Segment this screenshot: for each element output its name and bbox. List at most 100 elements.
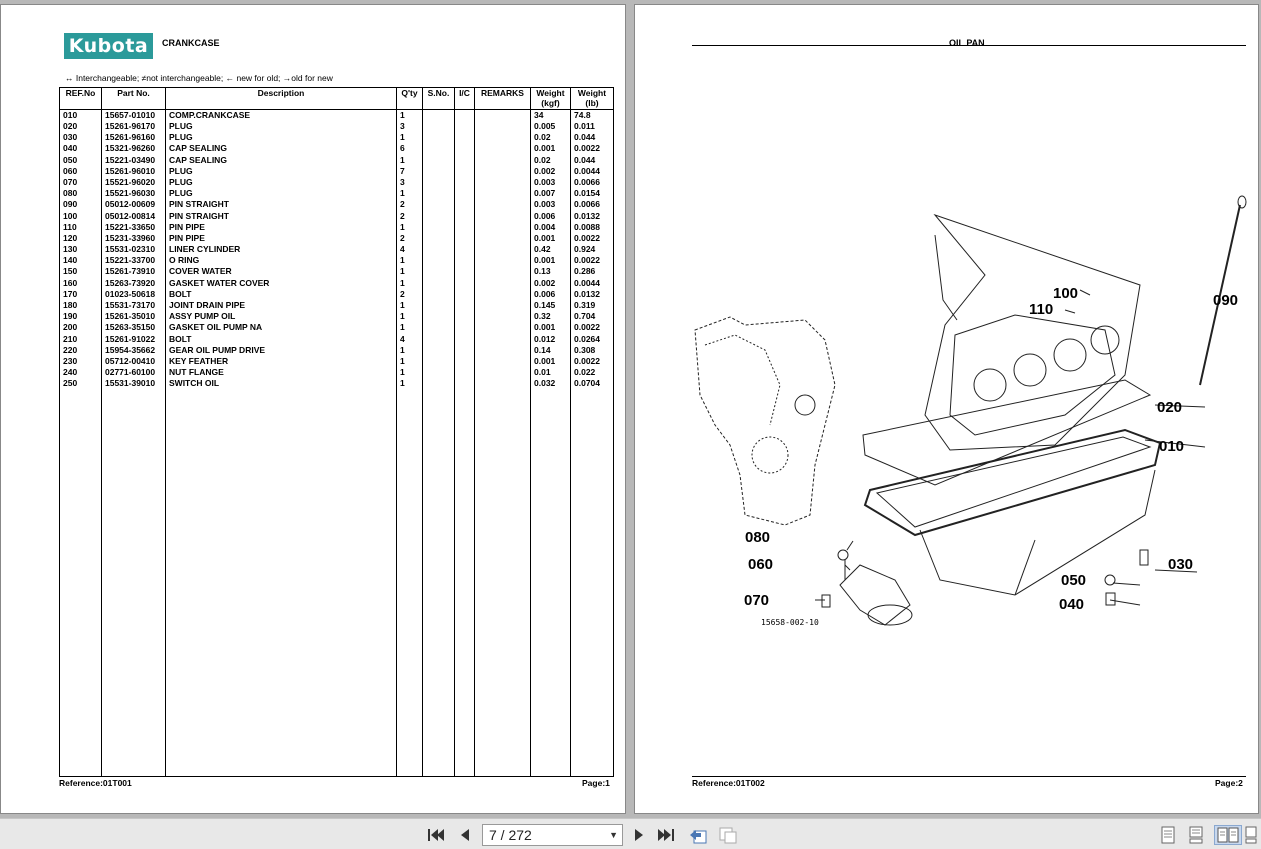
callout-020: 020 (1157, 399, 1183, 416)
table-cell (422, 244, 455, 256)
table-cell: 15261-96170 (101, 121, 166, 133)
table-cell: 0.001 (530, 143, 571, 155)
table-cell (474, 277, 531, 289)
table-cell: 05012-00609 (101, 199, 166, 211)
table-cell: 120 (59, 232, 102, 245)
table-cell: COVER WATER (165, 266, 397, 278)
table-cell: SWITCH OIL (165, 378, 397, 390)
table-cell (422, 143, 455, 155)
table-cell: CAP SEALING (165, 154, 397, 166)
chevron-down-icon[interactable]: ▼ (609, 830, 618, 840)
table-cell (474, 232, 531, 245)
two-page-continuous-icon[interactable] (1244, 825, 1258, 845)
callout-080: 080 (745, 529, 771, 546)
table-cell: 01023-50618 (101, 288, 166, 300)
section-title: OIL PAN (949, 38, 985, 48)
table-cell: 0.286 (570, 266, 614, 278)
table-cell: 15261-91022 (101, 333, 166, 345)
table-cell: 180 (59, 300, 102, 312)
table-cell (474, 188, 531, 200)
table-cell: 0.704 (570, 311, 614, 323)
callout-070: 070 (744, 592, 770, 609)
table-cell (422, 154, 455, 166)
table-cell (422, 221, 455, 233)
table-cell (474, 311, 531, 323)
footer-rule (692, 776, 1246, 777)
table-cell: 05012-00814 (101, 210, 166, 222)
table-cell: 0.044 (570, 154, 614, 166)
table-cell: 1 (396, 132, 423, 144)
next-page-icon[interactable] (629, 825, 649, 845)
table-cell: 4 (396, 333, 423, 345)
last-page-icon[interactable] (656, 825, 676, 845)
table-cell: 15221-03490 (101, 154, 166, 166)
table-cell: 3 (396, 176, 423, 189)
table-cell: 15261-73910 (101, 266, 166, 278)
callout-110: 110 (1029, 301, 1054, 318)
table-cell: 070 (59, 176, 102, 189)
table-cell: O RING (165, 255, 397, 267)
column-header: S.No. (422, 87, 455, 110)
viewer-toolbar: 7 / 272 ▼ (0, 818, 1261, 849)
next-view-icon[interactable] (718, 825, 738, 845)
table-cell: 15321-96260 (101, 143, 166, 155)
continuous-icon[interactable] (1186, 825, 1206, 845)
table-cell (454, 244, 475, 256)
table-cell: 130 (59, 244, 102, 256)
single-page-icon[interactable] (1158, 825, 1178, 845)
table-cell: 060 (59, 165, 102, 177)
table-cell: 1 (396, 109, 423, 121)
footer-rule (59, 776, 613, 777)
callout-060: 060 (748, 556, 774, 573)
reference-label: Reference:01T002 (692, 778, 765, 788)
table-cell (474, 154, 531, 166)
table-cell (454, 188, 475, 200)
table-cell: 0.022 (570, 367, 614, 379)
table-cell (422, 311, 455, 323)
callout-090: 090 (1213, 292, 1239, 309)
table-cell (422, 378, 455, 390)
table-cell: 0.002 (530, 165, 571, 177)
table-cell: 1 (396, 322, 423, 334)
table-cell: 0.42 (530, 244, 571, 256)
table-cell: 140 (59, 255, 102, 267)
column-header: Weight (kgf) (530, 87, 571, 110)
table-cell (422, 109, 455, 121)
table-cell: 15521-96030 (101, 188, 166, 200)
table-cell (422, 266, 455, 278)
table-cell: 15231-33960 (101, 232, 166, 245)
two-page-icon[interactable] (1214, 825, 1242, 845)
table-cell (422, 322, 455, 334)
table-cell: 1 (396, 277, 423, 289)
first-page-icon[interactable] (426, 825, 446, 845)
table-cell (454, 355, 475, 368)
table-cell: 0.0154 (570, 188, 614, 200)
table-cell: GASKET OIL PUMP NA (165, 322, 397, 334)
callout-040: 040 (1059, 596, 1085, 613)
table-cell: LINER CYLINDER (165, 244, 397, 256)
prev-page-icon[interactable] (455, 825, 475, 845)
page-indicator: 7 / 272 (489, 827, 532, 843)
table-cell: 4 (396, 244, 423, 256)
table-cell (474, 355, 531, 368)
table-cell (422, 344, 455, 356)
table-cell: 15657-01010 (101, 109, 166, 121)
table-cell: 100 (59, 210, 102, 222)
table-cell: GEAR OIL PUMP DRIVE (165, 344, 397, 356)
prev-view-icon[interactable] (688, 825, 708, 845)
title-rule (692, 45, 1246, 46)
table-cell: 0.044 (570, 132, 614, 144)
table-cell (454, 300, 475, 312)
page-number-input[interactable]: 7 / 272 ▼ (482, 824, 623, 846)
table-cell: 0.012 (530, 333, 571, 345)
table-cell: 1 (396, 300, 423, 312)
